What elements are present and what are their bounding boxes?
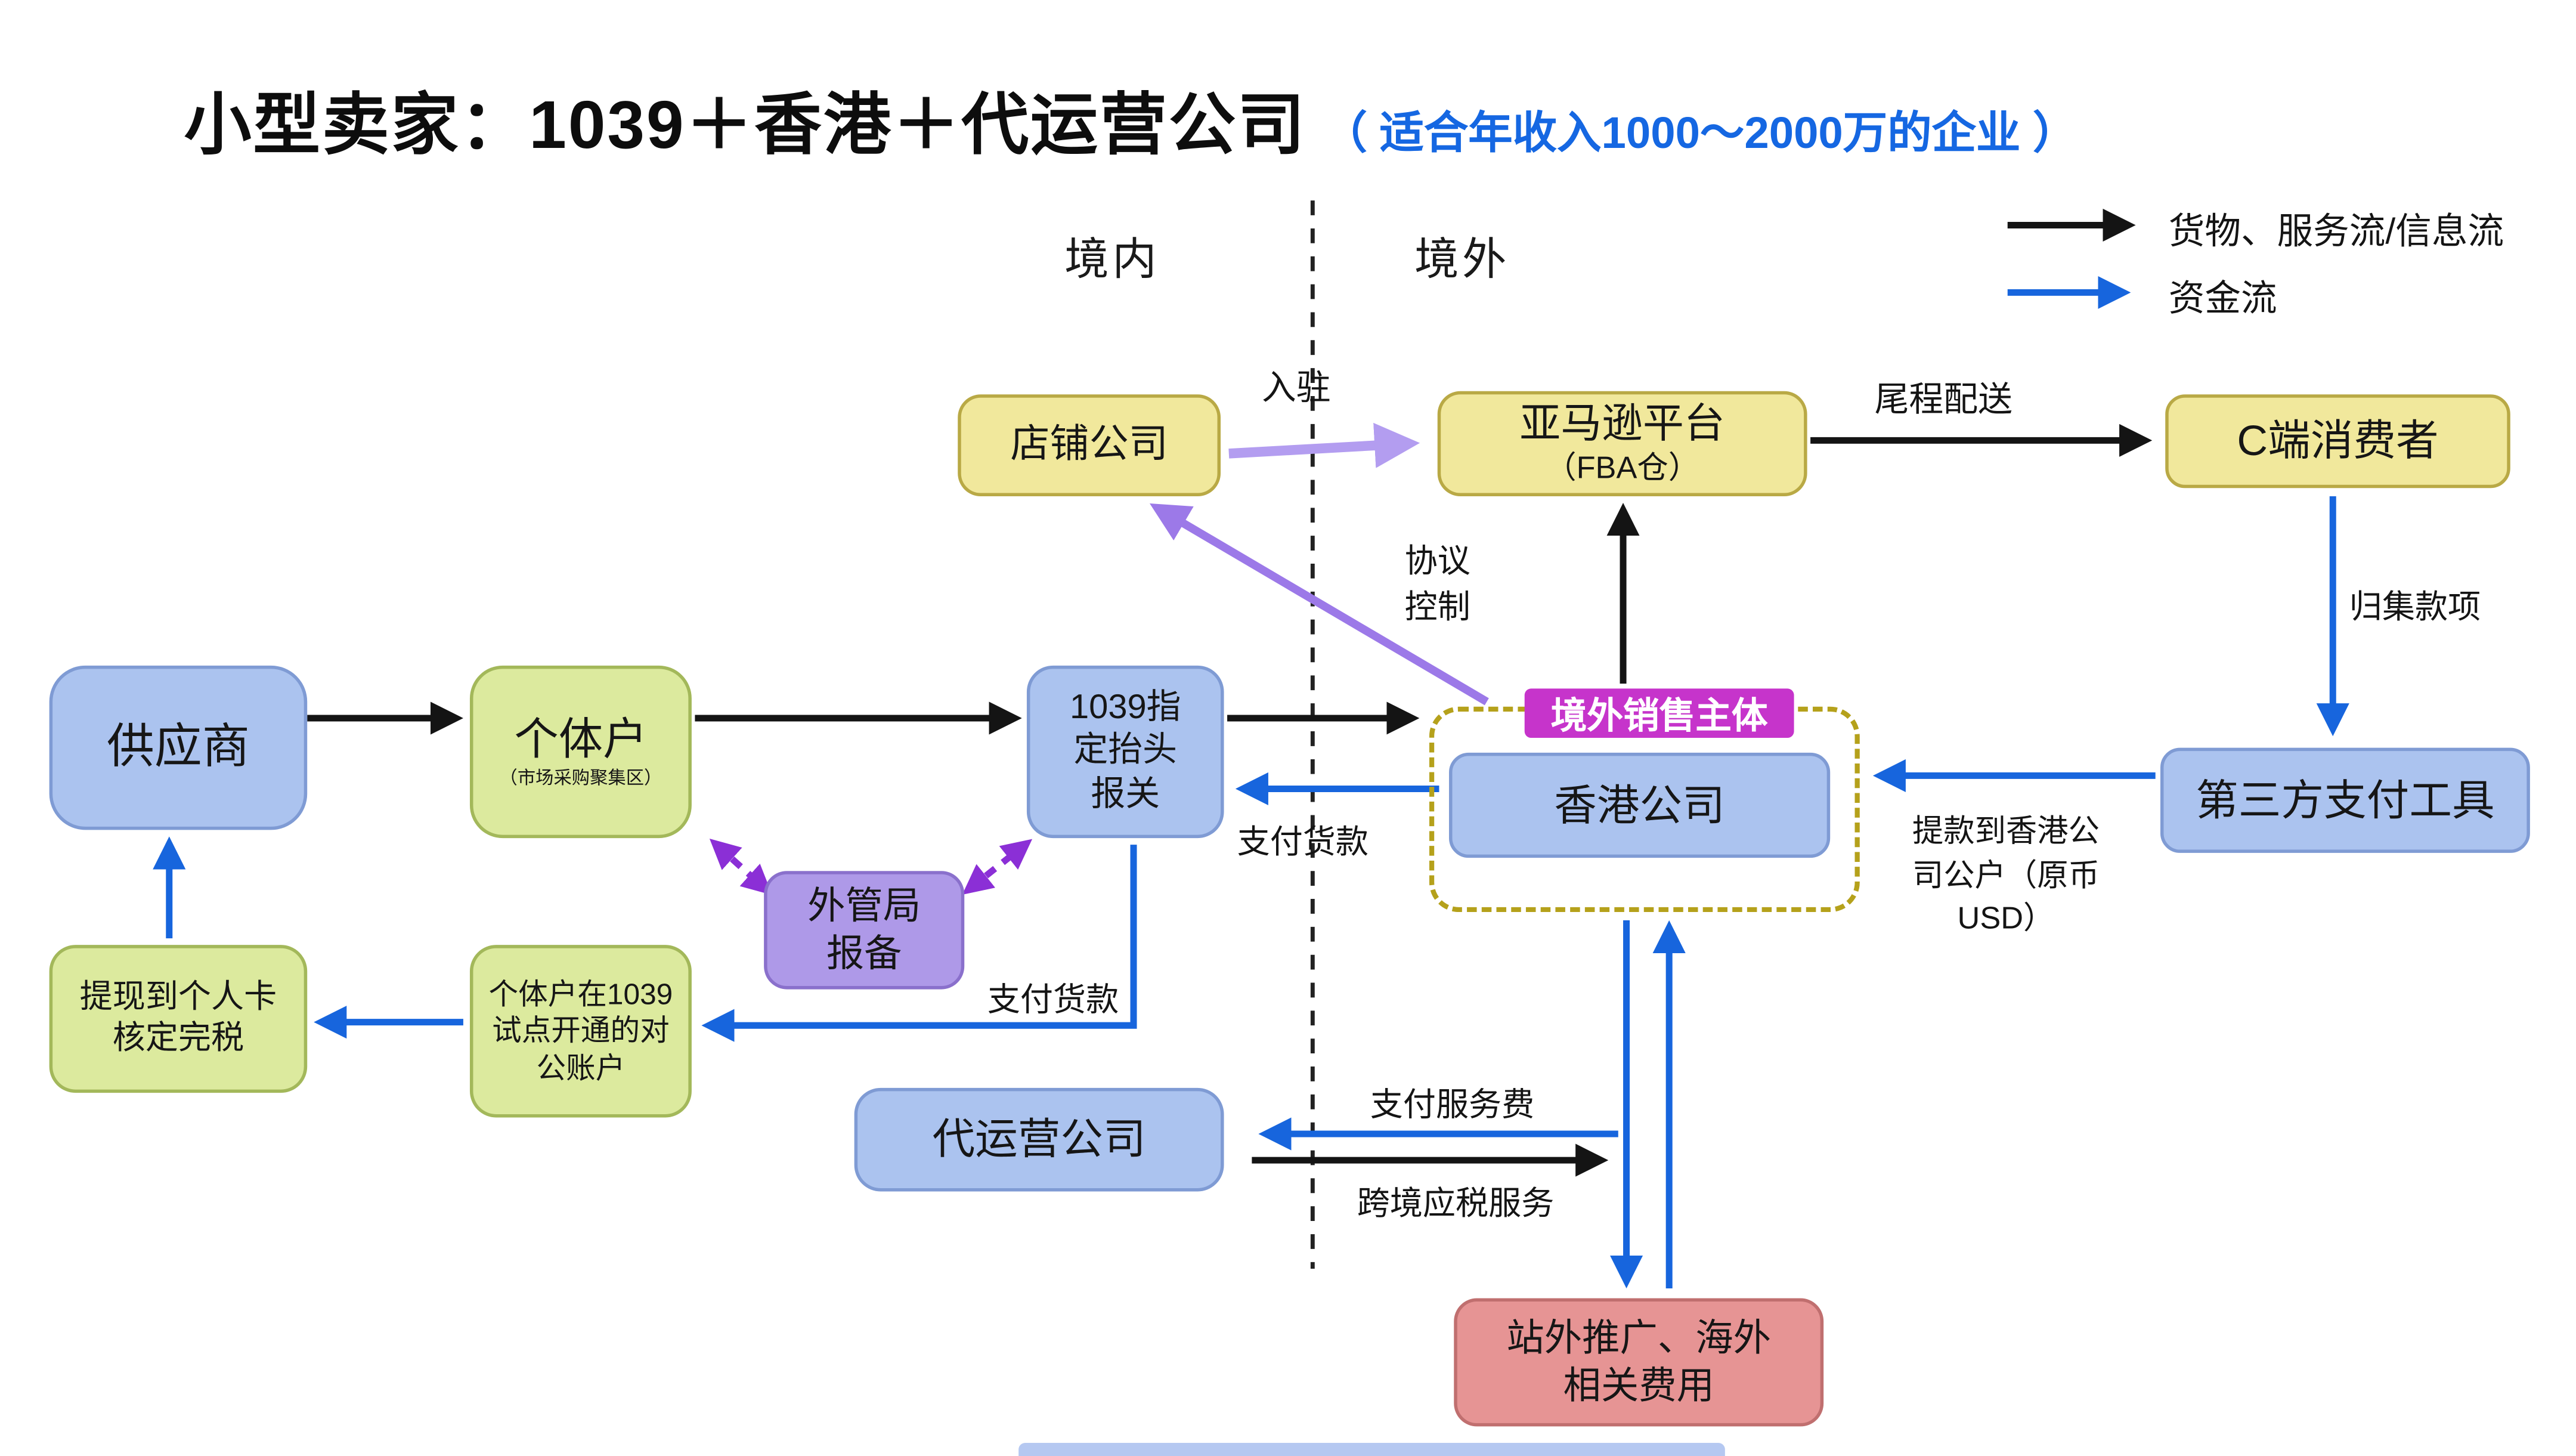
node-third-party-payment: 第三方支付工具 [2160,747,2530,853]
arrow-safe-filing-1039 [962,839,1033,895]
node-offsite-costs-label: 站外推广、海外相关费用 [1506,1316,1771,1407]
node-hk-company: 香港公司 [1449,752,1831,858]
node-amazon-sub-label: （FBA仓） [1545,451,1700,486]
node-withdraw-personal-card: 提现到个人卡核定完税 [49,945,308,1093]
edge-label-agreement-control: 协议控制 [1404,543,1470,626]
node-individual-business: 个体户 （市场采购聚集区） [469,665,692,839]
overseas-entity-label: 境外销售主体 [1550,695,1768,737]
node-withdraw-personal-label: 提现到个人卡核定完税 [79,979,277,1057]
node-third-party-payment-label: 第三方支付工具 [2196,775,2495,825]
region-domestic-label: 境内 [1064,234,1160,285]
arrow-1039-pay-goods-to-public-account [701,845,1137,1042]
edge-label-withdraw-to-hk: 提款到香港公司公户（原币USD） [1912,815,2100,937]
node-1039-declaration-label: 1039指定抬头报关 [1069,688,1181,813]
node-public-account-label: 个体户在1039试点开通的对公账户 [488,977,673,1084]
arrow-individual-safe-filing [709,838,773,895]
edge-label-last-mile: 尾程配送 [1874,381,2012,419]
node-amazon-platform: 亚马逊平台 （FBA仓） [1437,391,1807,497]
node-shop-company: 店铺公司 [958,394,1221,497]
node-safe-filing: 外管局报备 [764,871,965,990]
node-supplier-label: 供应商 [107,721,250,774]
edge-label-cross-border-service: 跨境应税服务 [1357,1186,1555,1223]
legend-money-flow-label: 资金流 [2168,277,2277,319]
edge-label-collect-funds: 归集款项 [2349,590,2481,626]
node-individual-label: 个体户 [514,714,648,764]
edge-label-pay-goods-1039: 支付货款 [987,982,1119,1019]
arrow-shop-join-amazon [1228,422,1420,468]
overseas-entity-tag: 境外销售主体 [1524,688,1794,738]
partial-box-bottom [1018,1442,1725,1456]
node-hk-company-label: 香港公司 [1554,780,1725,830]
arrow-agreement-control [1150,503,1489,706]
node-consumer-label: C端消费者 [2237,416,2439,466]
node-shop-company-label: 店铺公司 [1010,422,1168,467]
node-agency-company: 代运营公司 [854,1087,1224,1192]
edge-label-join: 入驻 [1261,369,1331,408]
page-title: 小型卖家：1039＋香港＋代运营公司 （ 适合年收入1000～2000万的企业 ） [184,69,2077,168]
node-consumer: C端消费者 [2165,394,2510,489]
edge-label-pay-service-fee: 支付服务费 [1370,1087,1535,1124]
title-main: 小型卖家：1039＋香港＋代运营公司 [184,87,1306,163]
title-sub: （ 适合年收入1000～2000万的企业 ） [1323,108,2077,158]
node-safe-filing-label: 外管局报备 [807,884,921,975]
legend-goods-flow-label: 货物、服务流/信息流 [2168,210,2504,252]
node-agency-label: 代运营公司 [932,1114,1146,1164]
node-public-account: 个体户在1039试点开通的对公账户 [469,945,692,1118]
node-amazon-label: 亚马逊平台 [1519,400,1725,447]
edge-label-pay-goods-hk: 支付货款 [1237,825,1368,861]
node-individual-sub-label: （市场采购聚集区） [499,768,662,789]
node-1039-declaration: 1039指定抬头报关 [1026,665,1224,839]
node-offsite-costs: 站外推广、海外相关费用 [1454,1298,1824,1427]
region-overseas-label: 境外 [1414,234,1510,285]
node-supplier: 供应商 [49,665,308,830]
